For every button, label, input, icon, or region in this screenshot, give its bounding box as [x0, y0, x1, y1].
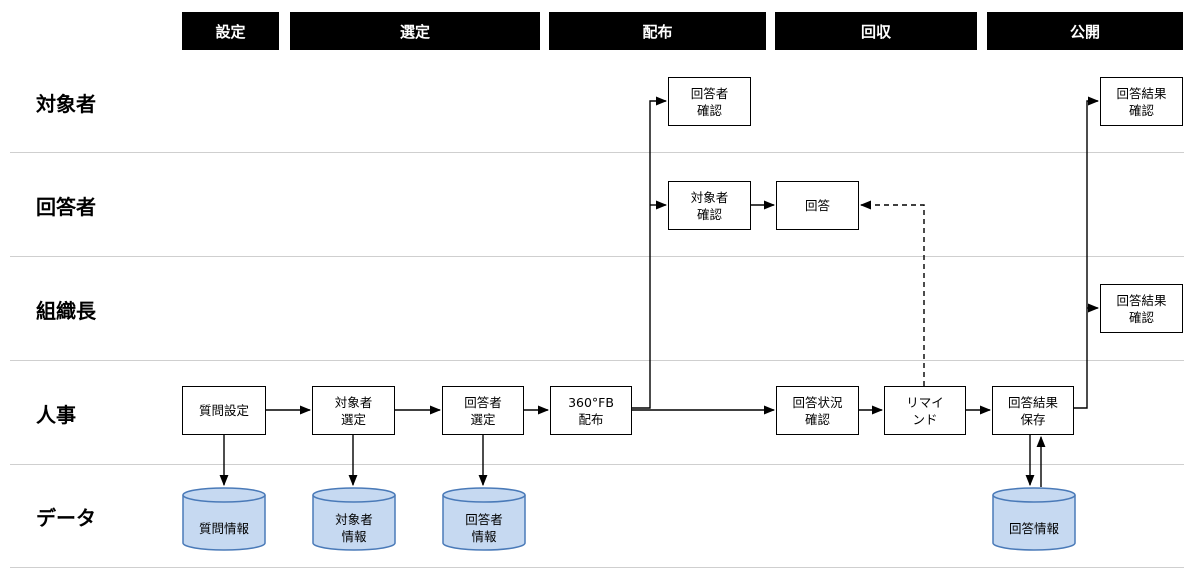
- datastore-label: 回答情報: [1008, 520, 1059, 536]
- datastore-label: 回答者 情報: [465, 512, 503, 544]
- lane-label-hr: 人事: [36, 403, 76, 427]
- arrow-remind-to-answer: [859, 200, 925, 386]
- box-hr-save-result: 回答結果 保存: [992, 386, 1074, 435]
- lane-divider: [10, 152, 1184, 153]
- box-hr-status-check: 回答状況 確認: [776, 386, 859, 435]
- box-hr-remind: リマイ ンド: [884, 386, 966, 435]
- arrow-save-to-target-result: [1074, 96, 1100, 409]
- lane-divider: [10, 360, 1184, 361]
- box-target-confirm-respondent: 回答者 確認: [668, 77, 751, 126]
- phase-selection: 選定: [290, 12, 540, 50]
- datastore-answer-info: 回答情報: [992, 487, 1076, 551]
- datastore-respondent-info: 回答者 情報: [442, 487, 526, 551]
- phase-setting: 設定: [182, 12, 279, 50]
- box-hr-target-select: 対象者 選定: [312, 386, 395, 435]
- box-manager-confirm-result: 回答結果 確認: [1100, 284, 1183, 333]
- datastore-question-info: 質問情報: [182, 487, 266, 551]
- lane-label-respondent: 回答者: [36, 195, 96, 219]
- lane-label-manager: 組織長: [36, 299, 96, 323]
- box-respondent-confirm-target: 対象者 確認: [668, 181, 751, 230]
- arrow-distribute-to-target-confirm: [632, 96, 668, 409]
- lane-label-data: データ: [36, 506, 96, 530]
- phase-publish: 公開: [987, 12, 1183, 50]
- database-icon: [312, 487, 396, 551]
- database-icon: [182, 487, 266, 551]
- lane-divider: [10, 464, 1184, 465]
- lane-label-target: 対象者: [36, 92, 96, 116]
- database-icon: [442, 487, 526, 551]
- box-hr-respondent-select: 回答者 選定: [442, 386, 524, 435]
- box-hr-distribute: 360°FB 配布: [550, 386, 632, 435]
- datastore-label: 対象者 情報: [335, 512, 373, 544]
- datastore-target-info: 対象者 情報: [312, 487, 396, 551]
- phase-distribution: 配布: [549, 12, 766, 50]
- phase-collection: 回収: [775, 12, 977, 50]
- datastore-label: 質問情報: [198, 520, 249, 536]
- database-icon: [992, 487, 1076, 551]
- box-hr-question-setting: 質問設定: [182, 386, 266, 435]
- box-respondent-answer: 回答: [776, 181, 859, 230]
- box-target-confirm-result: 回答結果 確認: [1100, 77, 1183, 126]
- lane-divider: [10, 567, 1184, 568]
- lane-divider: [10, 256, 1184, 257]
